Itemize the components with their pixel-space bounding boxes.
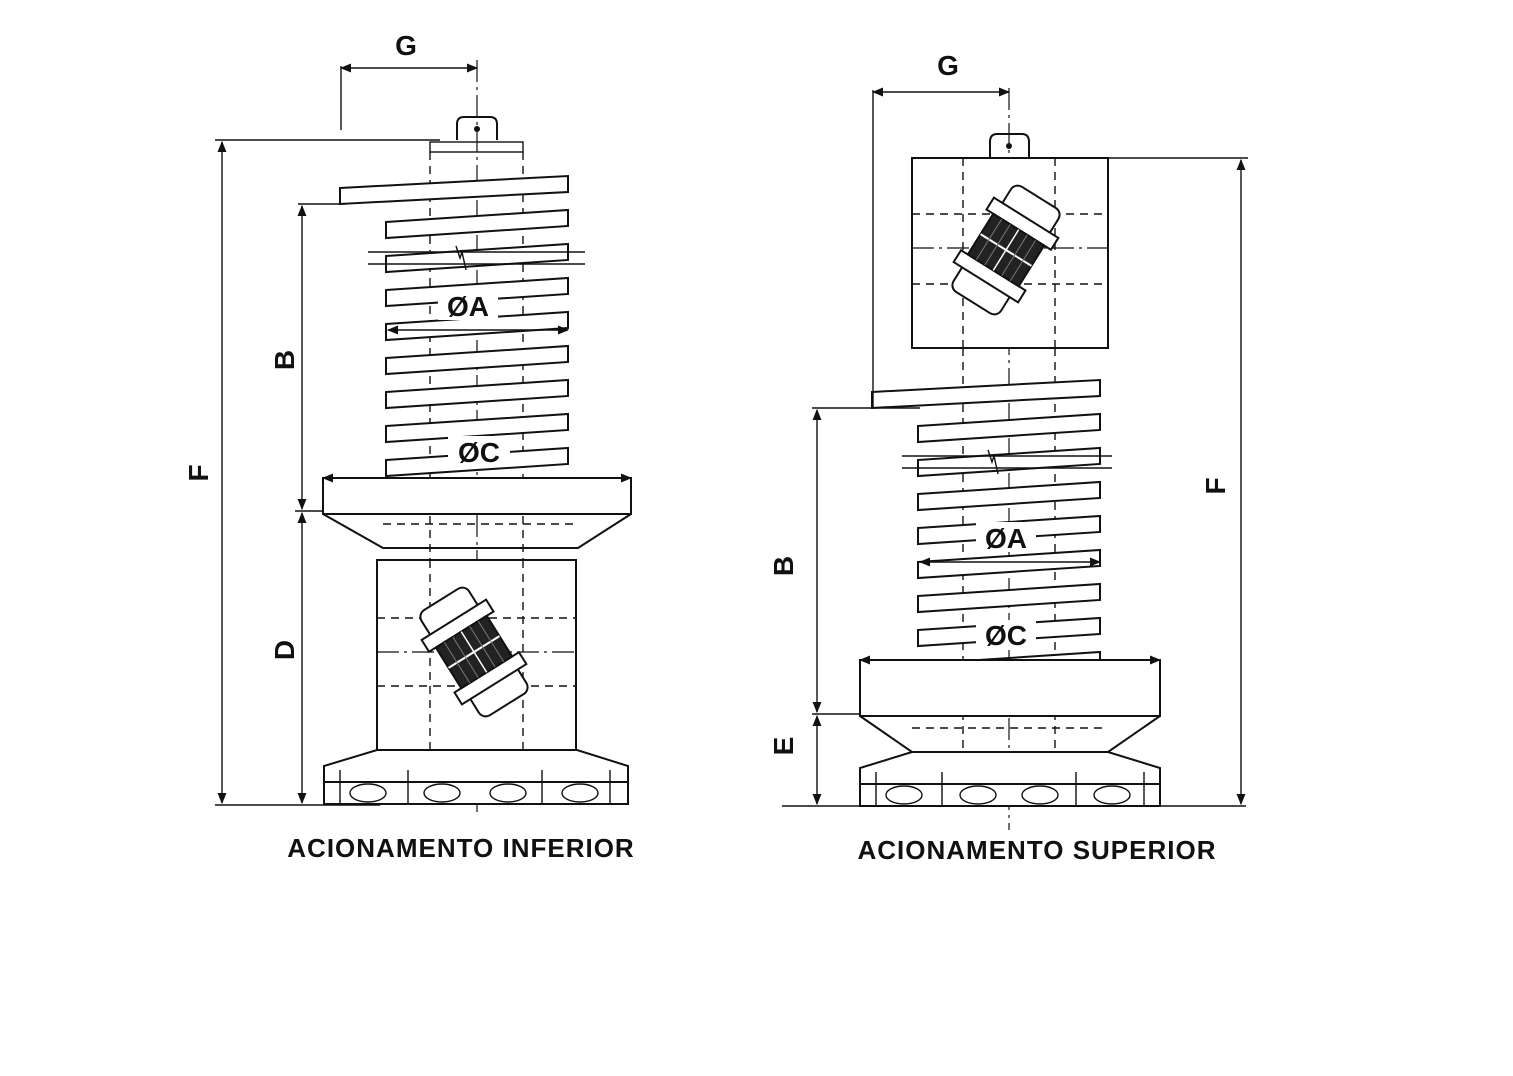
dim-label-b: B	[768, 556, 799, 576]
drawing-acionamento-superior: G F B E ØA ØC ACIONAMENTO SUPERIOR	[768, 50, 1248, 865]
trough-slat	[385, 412, 569, 444]
rubber-springs	[339, 770, 611, 804]
rubber-springs	[875, 772, 1145, 806]
trough-slat	[917, 480, 1101, 512]
trough-slat	[339, 174, 569, 206]
base-frame	[859, 751, 1161, 785]
dim-label-f: F	[183, 464, 214, 481]
trough-slat	[917, 412, 1101, 444]
dim-label-dia-c: ØC	[458, 437, 500, 468]
trough-slat	[385, 208, 569, 240]
column-top-cap	[429, 141, 524, 153]
dim-label-b: B	[269, 350, 300, 370]
caption-acionamento-superior: ACIONAMENTO SUPERIOR	[858, 835, 1217, 865]
dim-label-g: G	[937, 50, 959, 81]
spiral-base-plate	[859, 659, 1161, 717]
trough-slat	[917, 446, 1101, 478]
lifting-lug	[456, 116, 498, 140]
dim-label-dia-a: ØA	[985, 523, 1027, 554]
spiral-base-plate	[322, 477, 632, 515]
dim-label-e: E	[768, 737, 799, 756]
lifting-lug	[989, 133, 1030, 158]
trough-slat	[385, 344, 569, 376]
dim-label-dia-c: ØC	[985, 620, 1027, 651]
drawing-acionamento-inferior: G F B D ØA ØC ACIONAMENTO INFERIOR	[183, 30, 634, 863]
trough-slat	[385, 378, 569, 410]
caption-acionamento-inferior: ACIONAMENTO INFERIOR	[287, 833, 634, 863]
base-frame	[323, 749, 629, 783]
trough-slat	[385, 242, 569, 274]
dim-label-d: D	[269, 640, 300, 660]
dim-label-dia-a: ØA	[447, 291, 489, 322]
trough-slat	[917, 582, 1101, 614]
trough-slat	[871, 378, 1101, 410]
dim-label-f: F	[1200, 477, 1231, 494]
dim-label-g: G	[395, 30, 417, 61]
